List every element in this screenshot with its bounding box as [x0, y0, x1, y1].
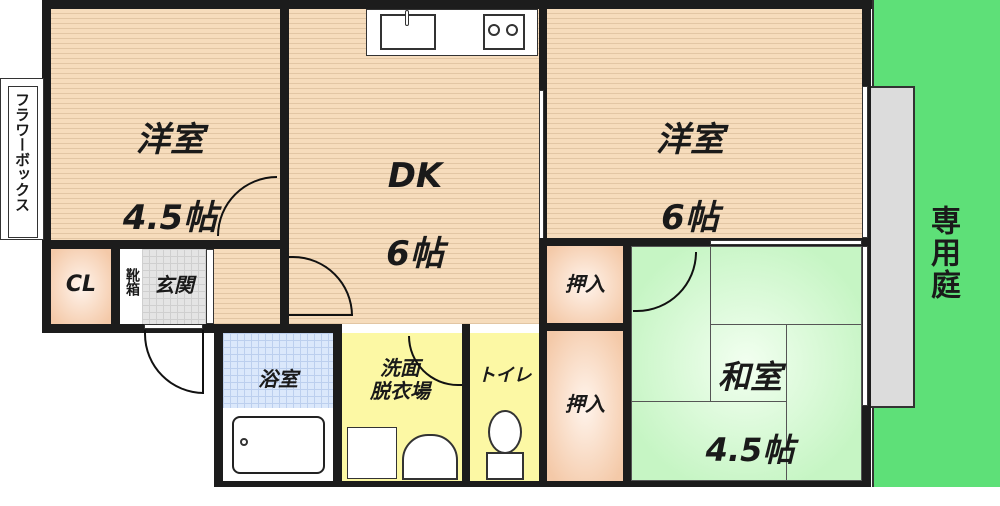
wall-oshiire-right	[623, 238, 631, 487]
tatami-line	[710, 246, 711, 401]
hall	[214, 249, 280, 324]
japanese-room-size: 4.5帖	[705, 431, 795, 470]
wall-room1-dk	[280, 0, 289, 330]
burner-icon	[506, 24, 518, 36]
stove	[483, 14, 525, 50]
oshiire-1-label: 押入	[565, 272, 605, 296]
entrance	[142, 249, 206, 324]
dk-size: 6帖	[386, 234, 444, 275]
western-room-2	[547, 9, 862, 240]
veranda-slab	[868, 86, 915, 408]
flower-box	[0, 78, 44, 240]
western-room-2-name: 洋室	[656, 120, 724, 161]
bathtub	[232, 416, 325, 474]
floor-plan: 専用庭 洋室 4.5帖 フラワーボックス CL 靴箱 玄関 DK 6帖	[0, 0, 1000, 487]
tatami-line	[786, 324, 787, 481]
wall-bath-wash	[333, 324, 342, 487]
dk-label: DK 6帖	[340, 118, 490, 313]
window-washitsu	[862, 246, 868, 406]
closet-label: CL	[65, 272, 97, 297]
wall-top	[42, 0, 872, 9]
washing-machine	[347, 427, 397, 479]
burner-icon	[488, 24, 500, 36]
wall-bath-left	[214, 324, 223, 487]
wall-oshiire-divider	[539, 323, 631, 331]
shoe-box-label: 靴箱	[124, 268, 140, 296]
dk-name: DK	[387, 156, 443, 197]
wall-left	[42, 0, 51, 333]
bathroom-label: 浴室	[258, 367, 298, 391]
wall-bottom	[214, 481, 871, 487]
oshiire-1	[547, 246, 623, 323]
flower-box-inner	[8, 86, 38, 238]
shoe-box	[120, 249, 142, 324]
western-room-2-label: 洋室 6帖	[610, 82, 770, 277]
western-room-2-size: 6帖	[661, 198, 719, 239]
wall-room1-bottom	[42, 240, 289, 249]
western-room-1-size: 4.5帖	[122, 198, 218, 239]
japanese-room-label: 和室 4.5帖	[690, 322, 810, 506]
front-door[interactable]	[144, 324, 203, 329]
closet	[51, 249, 111, 324]
western-room-1-name: 洋室	[136, 120, 204, 161]
western-room-1-label: 洋室 4.5帖	[90, 82, 250, 277]
garden-label: 専用庭	[925, 205, 960, 301]
flower-box-label: フラワーボックス	[13, 92, 31, 212]
wall-wash-toilet	[462, 324, 470, 487]
oshiire-2	[547, 331, 623, 481]
entrance-step	[206, 249, 214, 324]
faucet-icon	[405, 10, 409, 26]
entrance-label: 玄関	[154, 273, 194, 297]
sliding-door-room2-washitsu[interactable]	[710, 240, 862, 245]
door-swing-entrance	[144, 330, 204, 394]
japanese-room-name: 和室	[717, 357, 782, 396]
window-room2	[862, 86, 868, 238]
toilet-label: トイレ	[477, 365, 532, 386]
wall-room2-bottom	[539, 238, 869, 246]
wash-basin	[402, 434, 458, 480]
tatami-line	[631, 401, 787, 402]
bathroom	[223, 333, 333, 408]
toilet-tank	[486, 452, 524, 480]
wall-cl-shoe	[111, 249, 120, 329]
washroom-label: 洗面 脱衣場	[370, 356, 430, 403]
toilet-bowl	[488, 410, 522, 454]
oshiire-2-label: 押入	[565, 392, 605, 416]
sliding-door-dk[interactable]	[539, 90, 544, 240]
drain-icon	[240, 438, 248, 446]
